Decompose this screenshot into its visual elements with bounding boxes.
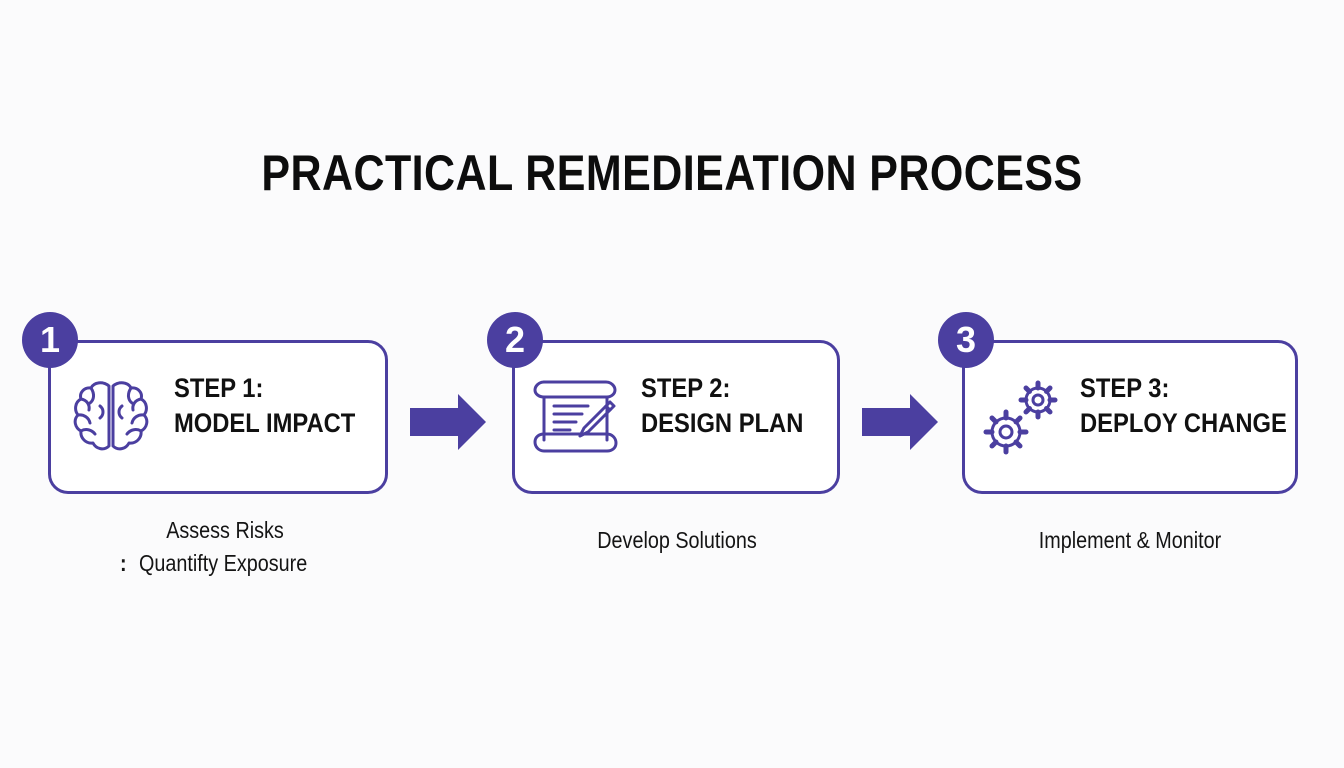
step-1-caption-prefix: : [120,550,127,576]
step-2-label: STEP 2: [641,373,731,403]
step-3-name: DEPLOY CHANGE [1080,408,1287,438]
step-1-card [48,340,388,494]
gears-icon [983,380,1058,455]
brain-icon [73,381,149,451]
step-3-number-badge: 3 [938,312,994,368]
step-3-label: STEP 3: [1080,373,1170,403]
document-pen-icon [533,380,618,453]
arrow-right-icon [862,394,938,450]
step-2-card [512,340,840,494]
step-2-name: DESIGN PLAN [641,408,804,438]
step-2-caption: Develop Solutions [597,527,757,553]
arrow-right-icon [410,394,486,450]
step-1-label: STEP 1: [174,373,264,403]
step-2-number-badge: 2 [487,312,543,368]
step-1-caption-line-1: Assess Risks [166,517,284,543]
step-1-name: MODEL IMPACT [174,408,356,438]
step-3-caption: Implement & Monitor [1038,527,1222,553]
step-1-caption-line-2: Quantifty Exposure [139,550,308,576]
step-1-number-badge: 1 [22,312,78,368]
page-title: PRACTICAL REMEDIEATION PROCESS [261,145,1083,201]
